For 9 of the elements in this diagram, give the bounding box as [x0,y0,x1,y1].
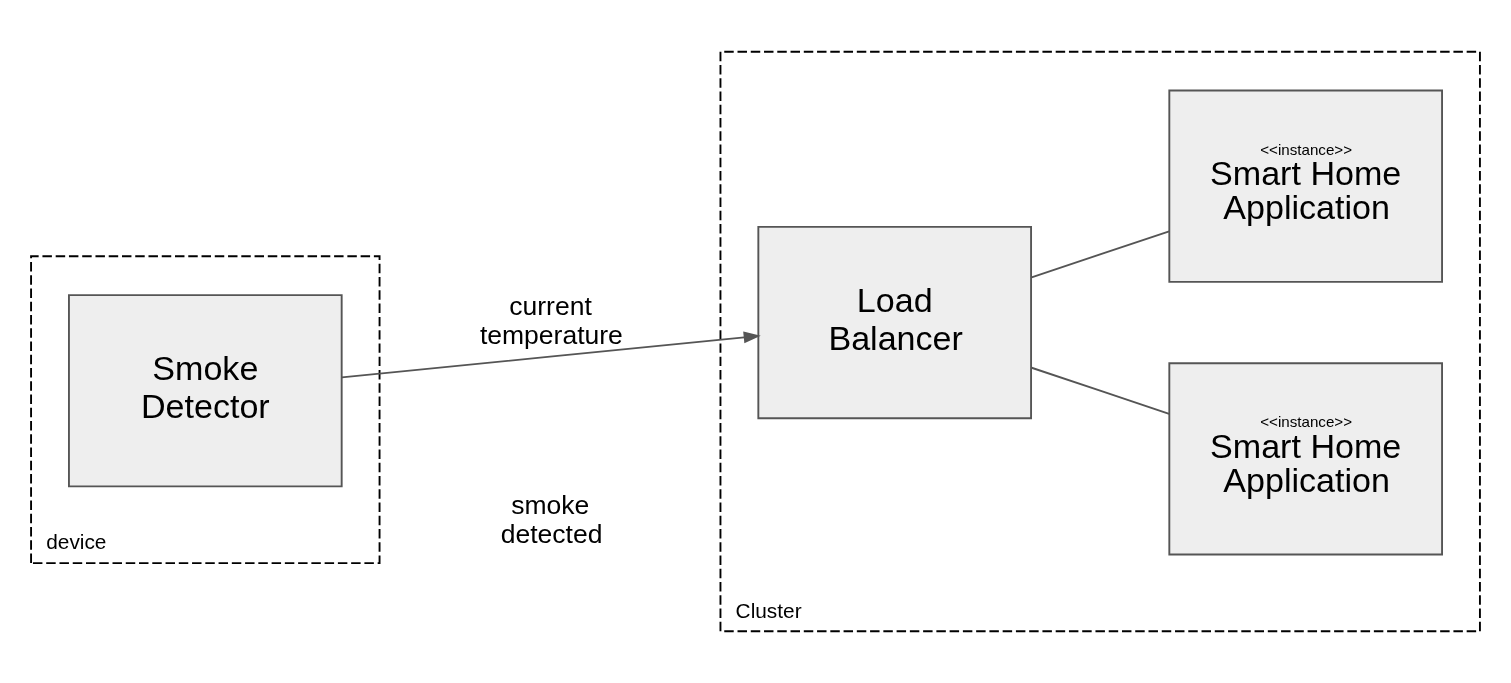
node-box: <<instance>> Smart Home Application [1168,89,1443,283]
edge-label: current temperature [479,291,623,350]
label: smoke detected [500,490,603,549]
connector [1030,366,1171,415]
connector [1030,230,1171,279]
node-box: Smoke Detector [68,294,343,488]
node-box: <<instance>> Smart Home Application [1168,362,1443,556]
node-box: Load Balancer [757,225,1032,420]
arrow [340,331,761,379]
